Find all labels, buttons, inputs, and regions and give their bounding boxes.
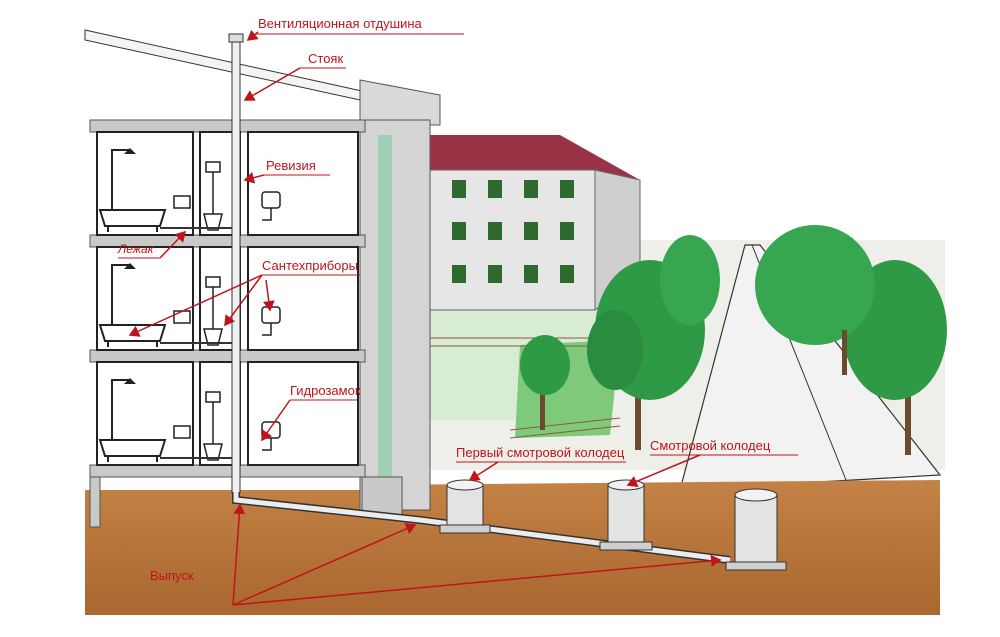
first-well-label: Первый смотровой колодец (456, 445, 625, 460)
vent-label: Вентиляционная отдушина (258, 16, 423, 31)
riser-pipe (160, 33, 731, 564)
bathtub-icon (98, 209, 167, 232)
label-underlines (118, 33, 798, 463)
toilet-icon (203, 276, 223, 346)
toilet-icon (203, 391, 223, 461)
revision-label: Ревизия (266, 158, 316, 173)
sink-icon (173, 195, 191, 209)
tree-icon (587, 235, 720, 450)
sink-icon (173, 310, 191, 324)
annotation-arrows (128, 29, 722, 606)
shower-icon (111, 378, 136, 450)
riser-label: Стояк (308, 51, 343, 66)
tree-icon (520, 335, 570, 430)
ground (85, 480, 940, 615)
lezhak-label: Лежак (117, 242, 155, 256)
sink-icon (261, 191, 281, 221)
tree-icon (755, 225, 947, 455)
bathtub-icon (98, 439, 167, 462)
manhole-icon (599, 479, 653, 551)
fixtures-label: Сантехприборы (262, 258, 358, 273)
trap-label: Гидрозамок (290, 383, 361, 398)
shower-icon (111, 263, 136, 335)
manhole-icon (725, 488, 787, 571)
outlet-label: Выпуск (150, 568, 194, 583)
sink-icon (173, 425, 191, 439)
manhole-icon (439, 479, 491, 534)
well-label: Смотровой колодец (650, 438, 771, 453)
background-building (429, 135, 641, 312)
shower-icon (111, 148, 136, 220)
toilet-icon (203, 161, 223, 231)
